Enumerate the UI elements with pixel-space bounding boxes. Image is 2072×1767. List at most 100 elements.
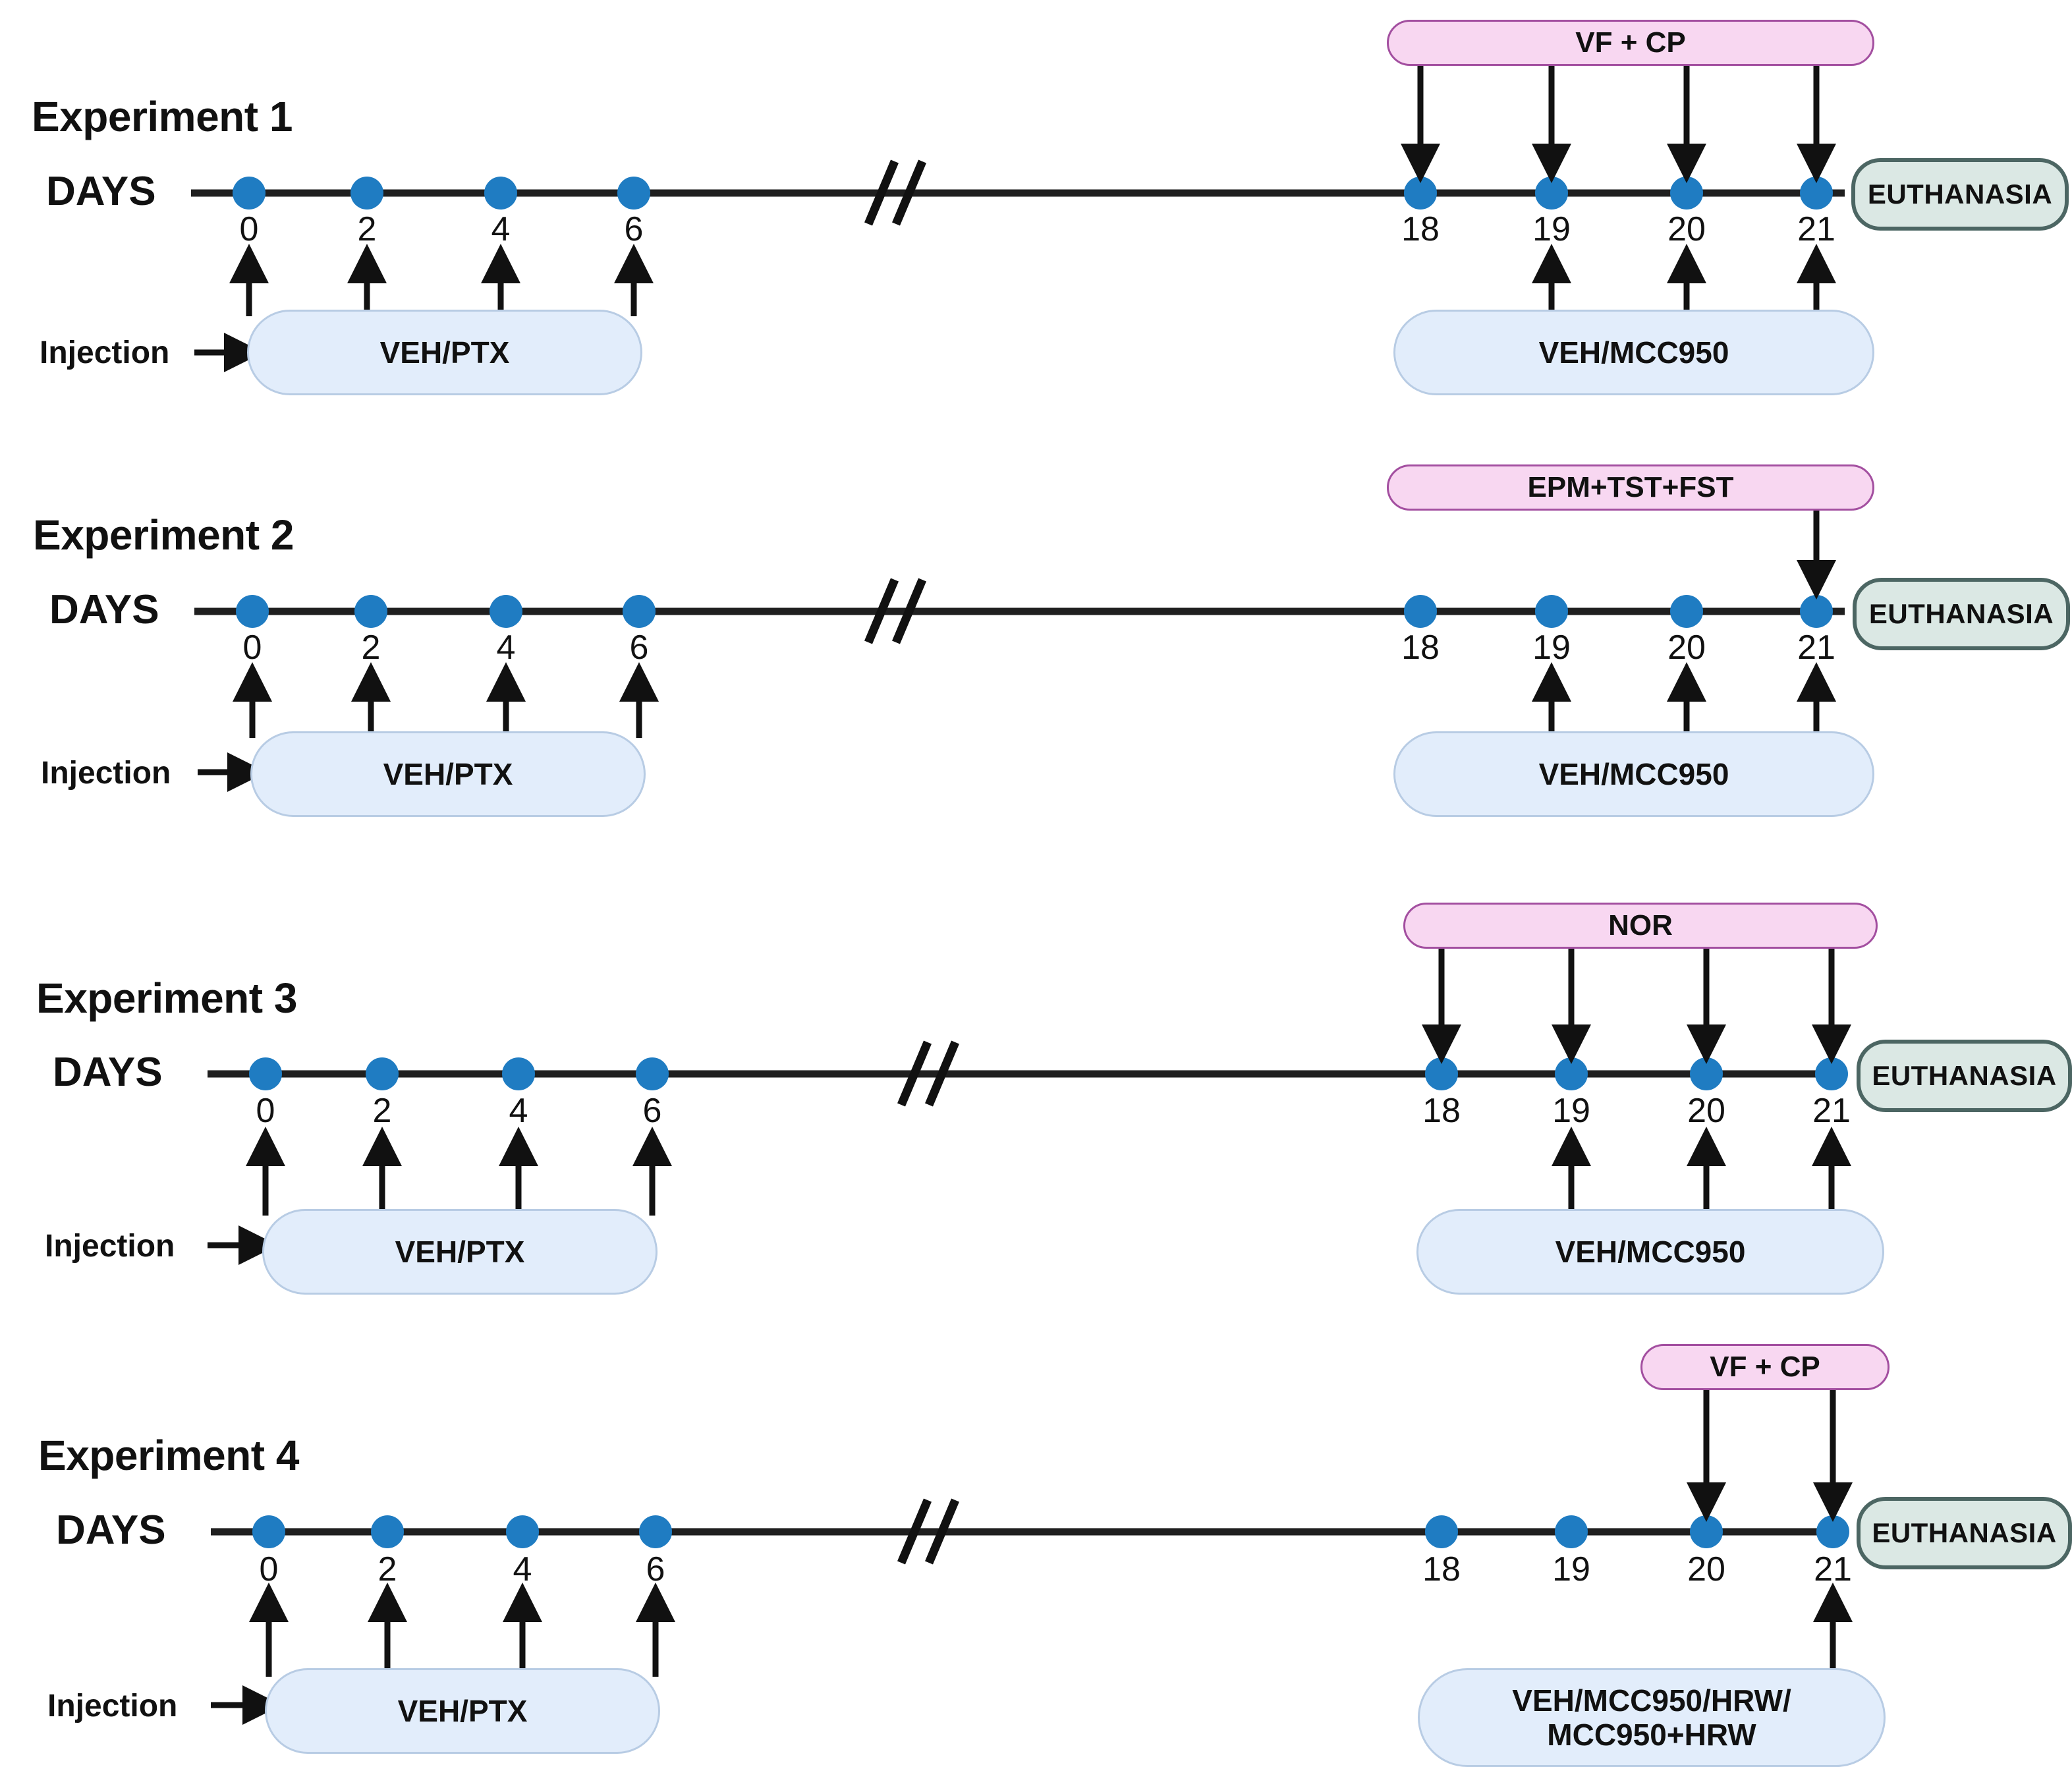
day-tick-label: 21 xyxy=(1814,1550,1852,1588)
behavior-test-box[interactable]: EPM+TST+FST xyxy=(1387,464,1874,511)
late-injection-box[interactable]: VEH/MCC950/HRW/ MCC950+HRW xyxy=(1418,1668,1886,1767)
day-tick-label: 2 xyxy=(378,1550,397,1588)
day-tick-label: 19 xyxy=(1552,1550,1590,1588)
timeline-dot-day-21 xyxy=(1800,595,1833,628)
day-tick-label: 4 xyxy=(496,629,516,667)
timeline-dot-day-4 xyxy=(506,1515,539,1548)
late-injection-box[interactable]: VEH/MCC950 xyxy=(1416,1209,1884,1295)
timeline-dot-day-20 xyxy=(1670,177,1703,210)
day-tick-label: 2 xyxy=(357,210,377,248)
timeline-dot-day-2 xyxy=(354,595,387,628)
day-tick-label: 20 xyxy=(1667,629,1706,667)
day-tick-label: 6 xyxy=(646,1550,665,1588)
timeline-dot-day-21 xyxy=(1815,1057,1848,1090)
timeline-dot-day-20 xyxy=(1690,1057,1723,1090)
experiment-1-injection-label: Injection xyxy=(40,335,170,370)
day-tick-label: 4 xyxy=(491,210,511,248)
timeline-dot-day-4 xyxy=(502,1057,535,1090)
experiment-4-graphics xyxy=(211,1389,1853,1725)
day-tick-label: 21 xyxy=(1797,629,1835,667)
timeline-dot-day-4 xyxy=(490,595,522,628)
experiment-4-title: Experiment 4 xyxy=(38,1432,299,1479)
timeline-dot-day-6 xyxy=(617,177,650,210)
timeline-dot-day-6 xyxy=(639,1515,672,1548)
timeline-dot-day-19 xyxy=(1535,177,1568,210)
day-tick-label: 0 xyxy=(259,1550,279,1588)
day-tick-label: 21 xyxy=(1812,1092,1851,1130)
day-tick-label: 20 xyxy=(1687,1550,1725,1588)
experiment-1-graphics xyxy=(191,65,1845,372)
late-injection-box-line2: MCC950+HRW xyxy=(1547,1718,1756,1752)
day-tick-label: 19 xyxy=(1532,629,1571,667)
early-injection-box[interactable]: VEH/PTX xyxy=(262,1209,658,1295)
timeline-dot-day-20 xyxy=(1670,595,1703,628)
day-tick-label: 2 xyxy=(372,1092,392,1130)
day-tick-label: 6 xyxy=(642,1092,662,1130)
day-tick-label: 6 xyxy=(629,629,649,667)
experiment-4-injection-label: Injection xyxy=(47,1689,178,1724)
day-tick-label: 0 xyxy=(256,1092,275,1130)
timeline-dot-day-0 xyxy=(236,595,269,628)
timeline-dot-day-20 xyxy=(1690,1515,1723,1548)
early-injection-box[interactable]: VEH/PTX xyxy=(250,731,646,817)
experiment-3-injection-label: Injection xyxy=(45,1229,175,1264)
endpoint-box[interactable]: EUTHANASIA xyxy=(1857,1040,2072,1112)
late-injection-box-line1: VEH/MCC950/HRW/ xyxy=(1512,1683,1791,1718)
timeline-dot-day-6 xyxy=(623,595,656,628)
timeline-dot-day-18 xyxy=(1425,1057,1458,1090)
day-tick-label: 4 xyxy=(509,1092,528,1130)
timeline-dot-day-18 xyxy=(1404,595,1437,628)
day-tick-label: 18 xyxy=(1422,1092,1461,1130)
early-injection-box[interactable]: VEH/PTX xyxy=(247,310,642,395)
experiment-2-days-label: DAYS xyxy=(49,587,159,632)
axis-break-marker xyxy=(897,1498,959,1565)
timeline-dot-day-2 xyxy=(350,177,383,210)
timeline-dot-day-21 xyxy=(1800,177,1833,210)
axis-break-marker xyxy=(864,578,926,644)
timeline-dot-day-0 xyxy=(249,1057,282,1090)
behavior-test-box[interactable]: VF + CP xyxy=(1387,20,1874,66)
timeline-dot-day-19 xyxy=(1555,1515,1588,1548)
timeline-dot-day-19 xyxy=(1555,1057,1588,1090)
timeline-dot-day-19 xyxy=(1535,595,1568,628)
timeline-dot-day-0 xyxy=(252,1515,285,1548)
experiment-2-injection-label: Injection xyxy=(41,756,171,791)
experiment-3-graphics xyxy=(208,947,1851,1265)
behavior-test-box[interactable]: VF + CP xyxy=(1640,1344,1890,1390)
axis-break-marker xyxy=(897,1040,959,1107)
experiment-4-days-label: DAYS xyxy=(56,1507,166,1553)
endpoint-box[interactable]: EUTHANASIA xyxy=(1851,158,2069,231)
timeline-dot-day-2 xyxy=(371,1515,404,1548)
day-tick-label: 18 xyxy=(1401,210,1440,248)
behavior-test-box[interactable]: NOR xyxy=(1403,903,1878,949)
axis-break-marker xyxy=(864,159,926,226)
timeline-dot-day-0 xyxy=(233,177,266,210)
experiment-1-title: Experiment 1 xyxy=(32,93,293,140)
day-tick-label: 21 xyxy=(1797,210,1835,248)
experiment-1-days-label: DAYS xyxy=(46,169,156,214)
timeline-dot-day-18 xyxy=(1425,1515,1458,1548)
experiment-2-title: Experiment 2 xyxy=(33,511,294,559)
late-injection-box[interactable]: VEH/MCC950 xyxy=(1393,310,1874,395)
day-tick-label: 20 xyxy=(1687,1092,1725,1130)
day-tick-label: 0 xyxy=(239,210,259,248)
day-tick-label: 20 xyxy=(1667,210,1706,248)
timeline-dot-day-6 xyxy=(636,1057,669,1090)
day-tick-label: 19 xyxy=(1552,1092,1590,1130)
experiment-3-days-label: DAYS xyxy=(53,1050,163,1095)
timeline-dot-day-2 xyxy=(366,1057,399,1090)
early-injection-box[interactable]: VEH/PTX xyxy=(265,1668,660,1754)
day-tick-label: 18 xyxy=(1401,629,1440,667)
experiment-2-graphics xyxy=(194,507,1845,792)
day-tick-label: 0 xyxy=(242,629,262,667)
late-injection-box[interactable]: VEH/MCC950 xyxy=(1393,731,1874,817)
day-tick-label: 2 xyxy=(361,629,381,667)
timeline-dot-day-21 xyxy=(1816,1515,1849,1548)
day-tick-label: 6 xyxy=(624,210,644,248)
day-tick-label: 18 xyxy=(1422,1550,1461,1588)
endpoint-box[interactable]: EUTHANASIA xyxy=(1857,1497,2072,1569)
timeline-dot-day-18 xyxy=(1404,177,1437,210)
endpoint-box[interactable]: EUTHANASIA xyxy=(1853,578,2070,650)
